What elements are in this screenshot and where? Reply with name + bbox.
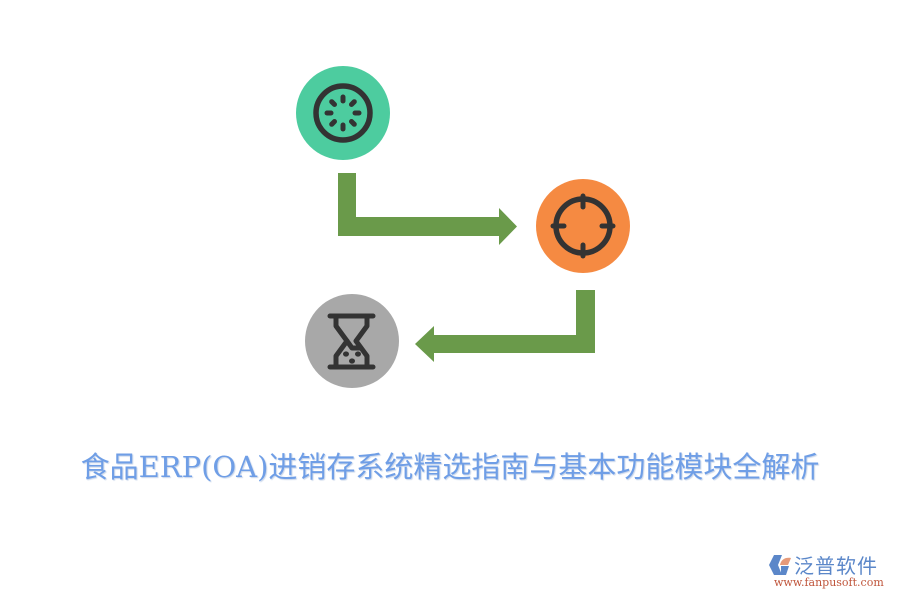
page-title: 食品ERP(OA)进销存系统精选指南与基本功能模块全解析 — [80, 450, 820, 484]
arrow-left — [415, 290, 595, 362]
brand-logo[interactable]: 泛普软件 www.fanpusoft.com — [766, 552, 896, 594]
step-1-circle — [296, 66, 390, 160]
fanpu-logo-icon — [769, 555, 791, 575]
brand-url[interactable]: www.fanpusoft.com — [774, 576, 884, 589]
step-3-circle — [305, 294, 399, 388]
crosshair-target-icon — [550, 193, 616, 259]
arrow-right — [338, 173, 517, 245]
loading-spinner-icon — [313, 83, 373, 143]
hourglass-icon — [327, 313, 376, 370]
brand-name: 泛普软件 — [794, 554, 878, 578]
step-2-circle — [536, 179, 630, 273]
